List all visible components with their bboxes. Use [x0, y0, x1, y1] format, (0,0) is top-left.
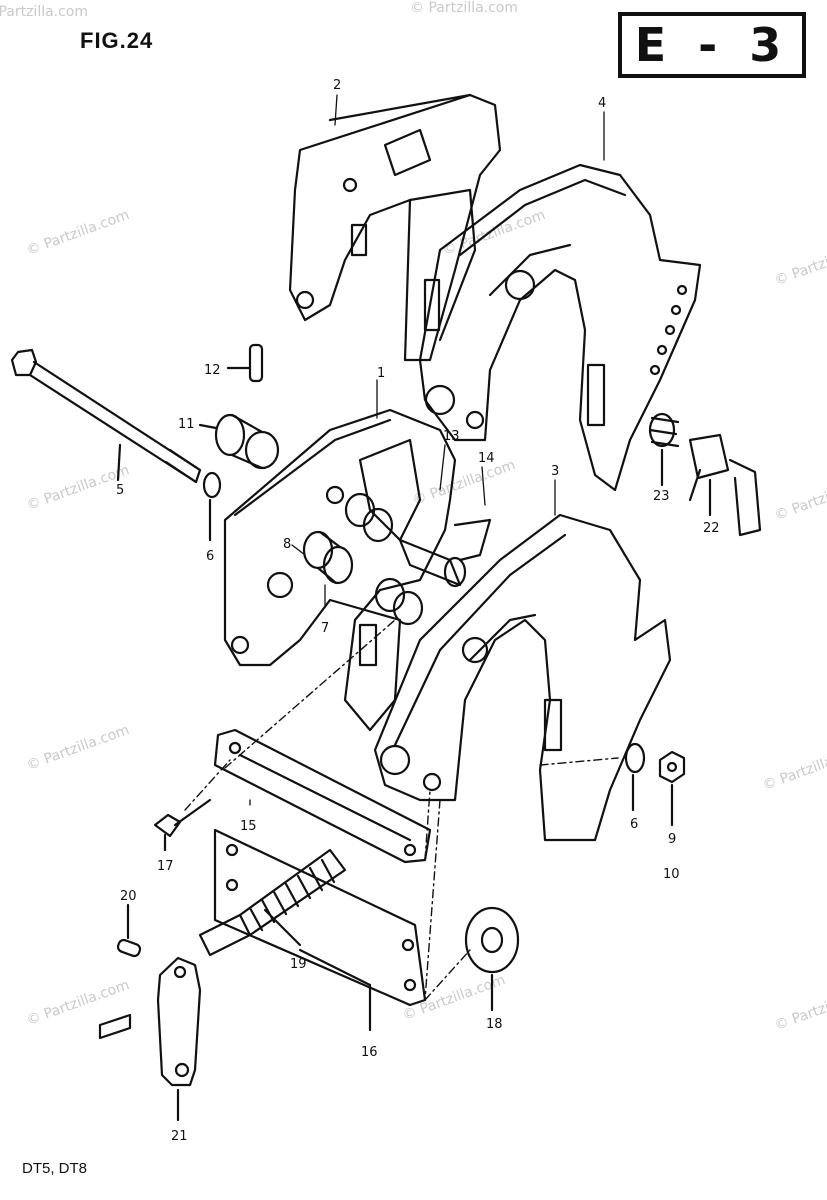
callout-3: 3: [551, 464, 559, 479]
alignment-lines: [184, 619, 619, 1001]
callout-leaders: [249, 94, 605, 806]
spring-part-23: [648, 412, 680, 487]
pin-part-20: [116, 903, 142, 958]
pin-part-12: [226, 343, 264, 383]
lever-part-22: [688, 433, 762, 537]
callout-8: 8: [283, 537, 291, 552]
callout-23: 23: [653, 489, 670, 504]
plate-part-15: [213, 728, 432, 864]
callout-labels: 1 2 3 4 5 6 6 7 8 9 10 11 12 13 14 15 16…: [116, 78, 720, 1144]
callout-1: 1: [377, 366, 385, 381]
clamp-bracket-lower: [373, 513, 672, 842]
callout-19: 19: [290, 957, 307, 972]
callout-5: 5: [116, 483, 124, 498]
callout-22: 22: [703, 521, 720, 536]
clamp-screw-part-19: [198, 848, 347, 957]
model-label: DT5, DT8: [22, 1160, 88, 1177]
screw-part-17: [153, 798, 212, 852]
callout-16: 16: [361, 1045, 378, 1060]
callout-17: 17: [157, 859, 174, 874]
callout-11: 11: [178, 417, 195, 432]
callout-4: 4: [598, 96, 606, 111]
callout-14: 14: [478, 451, 495, 466]
callout-18: 18: [486, 1017, 503, 1032]
callout-13: 13: [443, 429, 460, 444]
figure-title: FIG.24: [80, 28, 154, 53]
bushing-part-13: [344, 492, 394, 543]
callout-21: 21: [171, 1129, 188, 1144]
clamp-bracket-upper-rear: [288, 93, 502, 362]
callout-20: 20: [120, 889, 137, 904]
bushing-part-11: [198, 413, 280, 470]
watermark: © Partzilla.com: [0, 4, 89, 20]
callout-7: 7: [321, 621, 329, 636]
washer-part-18: [464, 906, 520, 1012]
bolt-part-5: [10, 348, 222, 542]
section-code: E - 3: [634, 18, 790, 72]
clamp-bracket-upper-front: [418, 163, 702, 492]
callout-9: 9: [668, 832, 676, 847]
callout-10: 10: [663, 867, 680, 882]
front-arrow-icon: [98, 1013, 132, 1040]
bushing-part-8: [374, 577, 424, 626]
pin-part-14: [398, 518, 492, 588]
callout-6: 6: [206, 549, 214, 564]
callout-15: 15: [240, 819, 257, 834]
section-code-box: E - 3: [618, 12, 806, 78]
washer-part-6-lower: [624, 742, 646, 812]
callout-12: 12: [204, 363, 221, 378]
bushing-part-7: [302, 530, 354, 585]
callout-6-lower: 6: [630, 817, 638, 832]
handle-part-21: [156, 956, 202, 1122]
callout-2: 2: [333, 78, 341, 93]
nut-part-9: [658, 750, 686, 827]
watermark: © Partzilla.com: [410, 0, 519, 16]
plate-part-16: [213, 828, 427, 1032]
